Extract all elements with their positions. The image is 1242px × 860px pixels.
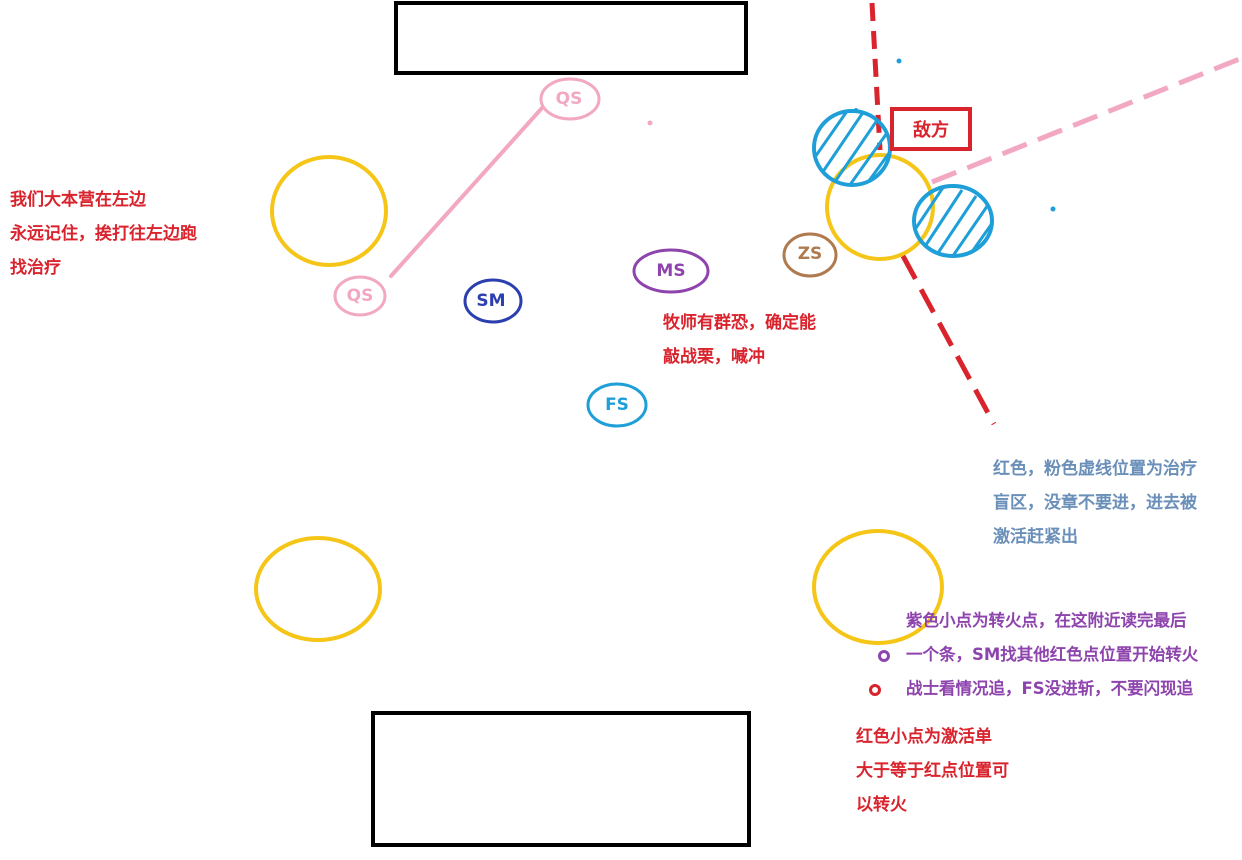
note-line: 红色小点为激活单 (856, 727, 992, 747)
note-line: 红色，粉色虚线位置为治疗 (993, 459, 1197, 479)
pillar-top-right (825, 153, 935, 261)
pink-dashed-line (931, 55, 1242, 185)
top-base-rect (394, 1, 748, 75)
note-line: 战士看情况追，FS没进斩，不要闪现追 (906, 679, 1194, 698)
red-dot-icon (869, 684, 881, 696)
pillar-top-left (270, 155, 388, 267)
note-line: 激活赶紧出 (993, 527, 1078, 547)
note-line: 紫色小点为转火点，在这附近读完最后 (906, 611, 1187, 630)
unit-qs-top (539, 77, 601, 121)
note-line: 大于等于红点位置可 (856, 761, 1009, 781)
stray-dot-blue-2 (1050, 206, 1056, 212)
note-activation: 红色小点为激活单 大于等于红点位置可 以转火 (856, 720, 1009, 822)
note-line: 找治疗 (10, 258, 61, 278)
note-blind-zone: 红色，粉色虚线位置为治疗 盲区，没章不要进，进去被 激活赶紧出 (993, 452, 1197, 554)
note-line: 以转火 (856, 795, 907, 815)
enemy-circle-b (912, 184, 994, 258)
qs-connection-line (389, 106, 544, 278)
note-line: 我们大本营在左边 (10, 190, 146, 210)
unit-sm-label: SM (476, 291, 505, 311)
unit-sm (463, 278, 523, 324)
unit-ms (632, 248, 710, 294)
enemy-hatch-b (914, 186, 992, 256)
bottom-base-rect (371, 711, 751, 847)
purple-dot-icon (878, 650, 890, 662)
enemy-label: 敌方 (890, 107, 972, 151)
red-dashed-line-top (869, 2, 883, 151)
unit-qs-top-label: QS (556, 89, 583, 109)
note-line: 牧师有群恐，确定能 (663, 313, 816, 333)
unit-zs-label: ZS (798, 244, 823, 264)
pillar-bottom-right (812, 529, 944, 645)
stray-dot-pink (647, 120, 653, 126)
enemy-hatch-a (814, 111, 890, 185)
stray-dot-blue-3 (854, 108, 858, 112)
note-line: 盲区，没章不要进，进去被 (993, 493, 1197, 513)
note-priest: 牧师有群恐，确定能 敲战栗，喊冲 (663, 306, 816, 374)
note-focus-fire: 紫色小点为转火点，在这附近读完最后 一个条，SM找其他红色点位置开始转火 战士看… (906, 604, 1198, 706)
unit-ms-label: MS (656, 261, 685, 281)
unit-zs (782, 232, 838, 278)
note-line: 一个条，SM找其他红色点位置开始转火 (906, 645, 1199, 664)
unit-fs-label: FS (605, 395, 629, 415)
unit-fs (586, 382, 648, 428)
stray-dot-blue-1 (896, 58, 902, 64)
unit-qs-bottom-label: QS (347, 286, 374, 306)
pillar-bottom-left (254, 536, 382, 642)
note-base-left: 我们大本营在左边 永远记住，挨打往左边跑 找治疗 (10, 183, 197, 285)
note-line: 敲战栗，喊冲 (663, 347, 765, 367)
unit-qs-bottom (333, 275, 387, 317)
note-line: 永远记住，挨打往左边跑 (10, 224, 197, 244)
red-dashed-line-bottom (900, 254, 997, 426)
